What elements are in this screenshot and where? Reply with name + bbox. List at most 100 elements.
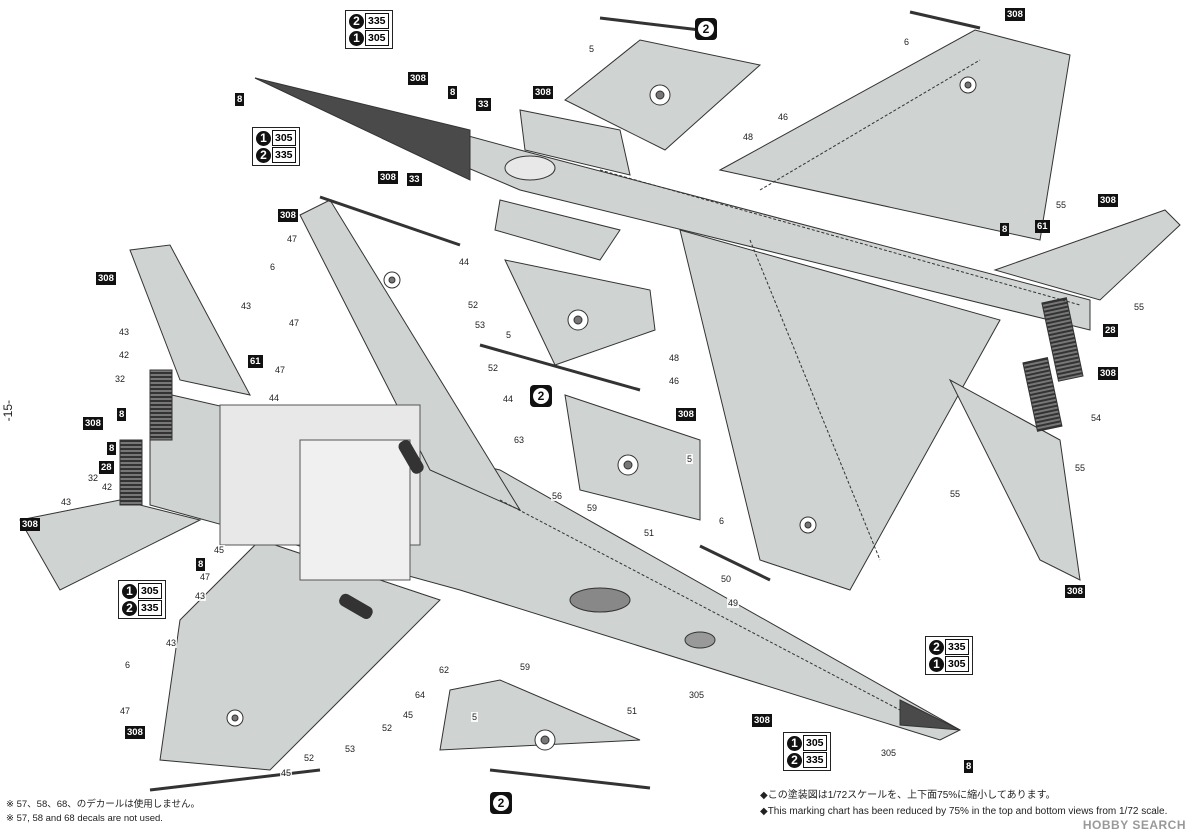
note-english: ※ 57, 58 and 68 decals are not used. xyxy=(6,813,163,824)
page-number: -15- xyxy=(1,400,15,422)
label-47: 47 xyxy=(274,365,287,375)
label-6: 6 xyxy=(903,37,911,47)
label-32: 32 xyxy=(87,473,100,483)
label-43: 43 xyxy=(118,327,131,337)
label-5: 5 xyxy=(505,330,513,340)
tag-308: 308 xyxy=(1065,585,1085,598)
label-56: 56 xyxy=(551,491,564,501)
label-47: 47 xyxy=(286,234,299,244)
label-48: 48 xyxy=(668,353,681,363)
tag-8: 8 xyxy=(448,86,458,99)
label-59: 59 xyxy=(519,662,532,672)
tag-308: 308 xyxy=(408,72,428,85)
label-44: 44 xyxy=(268,393,281,403)
label-43: 43 xyxy=(60,497,73,507)
scale-note: ◆この塗装図は1/72スケールを、上下面75%に縮小してあります。 ◆This … xyxy=(760,788,1180,820)
label-45: 45 xyxy=(213,545,226,555)
label-62: 62 xyxy=(438,665,451,675)
scale-note-en: ◆This marking chart has been reduced by … xyxy=(760,806,1168,817)
tag-308: 308 xyxy=(533,86,553,99)
label-5: 5 xyxy=(471,712,479,722)
tag-8: 8 xyxy=(964,760,974,773)
label-59: 59 xyxy=(586,503,599,513)
tag-308: 308 xyxy=(378,171,398,184)
label-54: 54 xyxy=(1090,413,1103,423)
label-53: 53 xyxy=(474,320,487,330)
watermark: HOBBY SEARCH xyxy=(1082,818,1186,832)
label-51: 51 xyxy=(643,528,656,538)
label-47: 47 xyxy=(119,706,132,716)
tag-308: 308 xyxy=(1098,194,1118,207)
label-42: 42 xyxy=(101,482,114,492)
label-51: 51 xyxy=(626,706,639,716)
label-6: 6 xyxy=(718,516,726,526)
tag-28: 28 xyxy=(99,461,114,474)
tag-308: 308 xyxy=(676,408,696,421)
tag-308: 308 xyxy=(125,726,145,739)
label-46: 46 xyxy=(777,112,790,122)
label-47: 47 xyxy=(288,318,301,328)
tag-8: 8 xyxy=(107,442,117,455)
label-6: 6 xyxy=(124,660,132,670)
label-43: 43 xyxy=(194,591,207,601)
tag-308: 308 xyxy=(20,518,40,531)
label-49: 49 xyxy=(727,598,740,608)
tag-61: 61 xyxy=(1035,220,1050,233)
tag-8: 8 xyxy=(196,558,206,571)
label-64: 64 xyxy=(414,690,427,700)
tag-8: 8 xyxy=(117,408,127,421)
tag-308: 308 xyxy=(1005,8,1025,21)
tag-308: 308 xyxy=(96,272,116,285)
label-44: 44 xyxy=(458,257,471,267)
aircraft-bottom-view xyxy=(19,199,962,771)
tag-8: 8 xyxy=(235,93,245,106)
tag-308: 308 xyxy=(752,714,772,727)
tag-61: 61 xyxy=(248,355,263,368)
variant-badge: 2 xyxy=(530,385,552,407)
label-48: 48 xyxy=(742,132,755,142)
label-44: 44 xyxy=(502,394,515,404)
label-6: 6 xyxy=(269,262,277,272)
label-53: 53 xyxy=(344,744,357,754)
label-47: 47 xyxy=(199,572,212,582)
label-52: 52 xyxy=(381,723,394,733)
label-5: 5 xyxy=(588,44,596,54)
label-55: 55 xyxy=(1133,302,1146,312)
aircraft-top-view xyxy=(254,29,1181,591)
label-305: 305 xyxy=(688,690,706,700)
label-305: 305 xyxy=(880,748,898,758)
label-46: 46 xyxy=(668,376,681,386)
label-45: 45 xyxy=(402,710,415,720)
tag-28: 28 xyxy=(1103,324,1118,337)
tag-33: 33 xyxy=(407,173,422,186)
label-32: 32 xyxy=(114,374,127,384)
label-43: 43 xyxy=(240,301,253,311)
label-50: 50 xyxy=(720,574,733,584)
tag-8: 8 xyxy=(1000,223,1010,236)
scale-note-jp: ◆この塗装図は1/72スケールを、上下面75%に縮小してあります。 xyxy=(760,790,1056,801)
tag-308: 308 xyxy=(278,209,298,222)
label-5: 5 xyxy=(686,454,694,464)
tag-33: 33 xyxy=(476,98,491,111)
wing-panels xyxy=(149,10,981,792)
variant-badge: 2 xyxy=(490,792,512,814)
label-55: 55 xyxy=(949,489,962,499)
tag-308: 308 xyxy=(83,417,103,430)
label-55: 55 xyxy=(1074,463,1087,473)
label-45: 45 xyxy=(280,768,293,778)
note-japanese: ※ 57、58、68、のデカールは使用しません。 xyxy=(6,799,201,810)
label-52: 52 xyxy=(303,753,316,763)
label-52: 52 xyxy=(487,363,500,373)
tag-308: 308 xyxy=(1098,367,1118,380)
label-52: 52 xyxy=(467,300,480,310)
label-63: 63 xyxy=(513,435,526,445)
label-55: 55 xyxy=(1055,200,1068,210)
label-42: 42 xyxy=(118,350,131,360)
